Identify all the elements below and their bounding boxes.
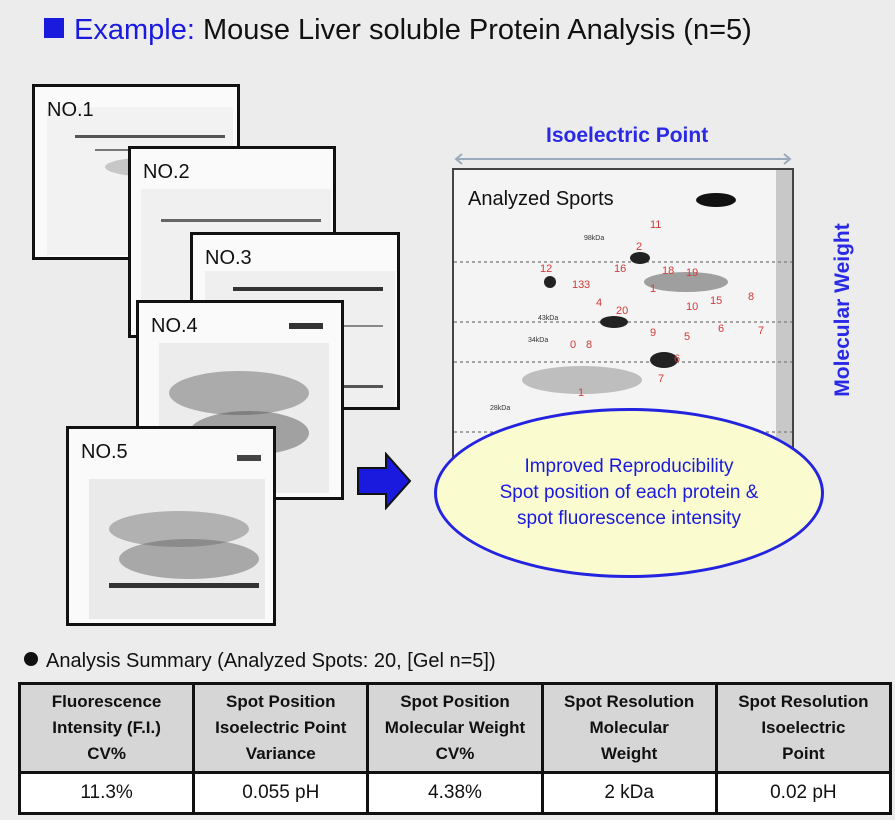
analyzed-gel-image: 11 2 12 16 18 19 13 1 3 4 20 10 15 9 5 6… xyxy=(454,170,792,456)
table-cell: 2 kDa xyxy=(540,771,718,815)
marker-label: 34kDa xyxy=(528,337,548,344)
spot-label: 8 xyxy=(586,339,592,351)
table-cell: 0.02 pH xyxy=(714,771,893,815)
analyzed-spots-label: Analyzed Sports xyxy=(468,188,614,210)
table-cell: 0.055 pH xyxy=(192,771,370,815)
gel-no4-label: NO.4 xyxy=(151,315,198,337)
summary-heading: Analysis Summary (Analyzed Spots: 20, [G… xyxy=(24,650,496,673)
title-text: Mouse Liver soluble Protein Analysis (n=… xyxy=(202,14,752,46)
gel-no5-label: NO.5 xyxy=(81,441,128,463)
spot-label: 12 xyxy=(540,263,552,275)
gel-no1-label: NO.1 xyxy=(47,99,94,121)
spot-label: 15 xyxy=(710,295,722,307)
callout-ellipse: Improved Reproducibility Spot position o… xyxy=(434,408,824,578)
spot-label: 19 xyxy=(686,267,698,279)
gel-no3-label: NO.3 xyxy=(205,247,252,269)
callout-line: Improved Reproducibility xyxy=(524,456,734,477)
spot-label: 1 xyxy=(650,283,656,295)
spot-label: 1 xyxy=(578,387,584,399)
spot-label: 4 xyxy=(596,297,602,309)
spot-label: 20 xyxy=(616,305,628,317)
spot-label: 5 xyxy=(684,331,690,343)
page-title: Example: Mouse Liver soluble Protein Ana… xyxy=(44,14,752,47)
right-arrow-icon xyxy=(357,452,412,510)
spot-label: 16 xyxy=(614,263,626,275)
summary-title: Analysis Summary (Analyzed Spots: 20, [G… xyxy=(46,650,496,672)
marker-label: 98kDa xyxy=(584,235,604,242)
isoelectric-range-bar xyxy=(454,153,792,165)
spot-label: 18 xyxy=(662,265,674,277)
gel-no5: NO.5 xyxy=(66,426,276,626)
table-cell: 4.38% xyxy=(366,771,544,815)
spot-label: 13 xyxy=(572,279,584,291)
spot-label: 9 xyxy=(650,327,656,339)
title-prefix: Example: xyxy=(74,14,195,46)
molecular-weight-label: Molecular Weight xyxy=(831,223,854,397)
spot-label: 0 xyxy=(570,339,576,351)
spot-label: 6 xyxy=(718,323,724,335)
spot-label: 11 xyxy=(650,219,661,231)
square-bullet-icon xyxy=(44,18,64,38)
callout-line: spot fluorescence intensity xyxy=(517,508,741,529)
spot-label: 2 xyxy=(636,241,642,253)
spot-label: 10 xyxy=(686,301,698,313)
spot-label: 3 xyxy=(584,279,590,291)
table-cell: 11.3% xyxy=(17,771,196,815)
table-row: 11.3% 0.055 pH 4.38% 2 kDa 0.02 pH xyxy=(17,771,893,815)
marker-label: 28kDa xyxy=(490,405,510,412)
spot-label: 7 xyxy=(658,373,664,385)
bullet-dot-icon xyxy=(24,652,38,666)
analyzed-gel: 11 2 12 16 18 19 13 1 3 4 20 10 15 9 5 6… xyxy=(452,168,794,458)
spot-label: 8 xyxy=(748,291,754,303)
marker-label: 43kDa xyxy=(538,315,558,322)
callout-line: Spot position of each protein & xyxy=(499,482,759,503)
isoelectric-point-label: Isoelectric Point xyxy=(546,124,709,147)
spot-label: 6 xyxy=(674,353,680,365)
spot-label: 7 xyxy=(758,325,764,337)
gel-no2-label: NO.2 xyxy=(143,161,190,183)
gel-no5-image xyxy=(89,455,265,619)
